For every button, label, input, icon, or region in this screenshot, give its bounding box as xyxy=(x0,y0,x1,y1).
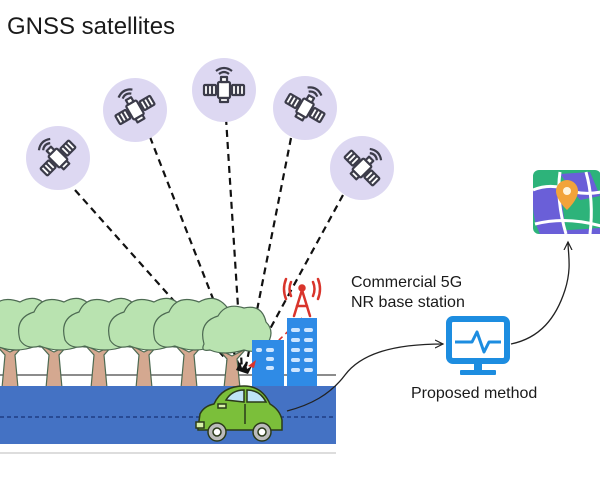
satellite-1 xyxy=(26,126,90,190)
satellite-2 xyxy=(103,78,167,142)
satellite-4 xyxy=(273,76,337,140)
building-small xyxy=(252,340,284,386)
proposed-method-label: Proposed method xyxy=(411,385,538,402)
map-pin-icon xyxy=(532,170,600,235)
flow-arrow-method-to-map xyxy=(510,242,569,345)
car-icon xyxy=(195,385,283,442)
flow-arrow-car-to-method xyxy=(286,344,443,412)
interference-burst xyxy=(236,362,252,374)
satellite-5 xyxy=(330,136,394,200)
satellite-3 xyxy=(192,58,256,122)
base-station-label-line2: NR base station xyxy=(351,294,465,311)
reflection-arrow xyxy=(248,360,256,368)
buildings xyxy=(252,318,317,386)
road xyxy=(0,386,336,444)
building-tall xyxy=(287,318,317,386)
antenna-tower-icon xyxy=(282,277,322,318)
base-station-label-line1: Commercial 5G xyxy=(351,274,463,291)
diagram-title: GNSS satellites xyxy=(7,13,176,40)
trees xyxy=(0,297,272,389)
monitor-pulse-icon xyxy=(446,316,510,375)
